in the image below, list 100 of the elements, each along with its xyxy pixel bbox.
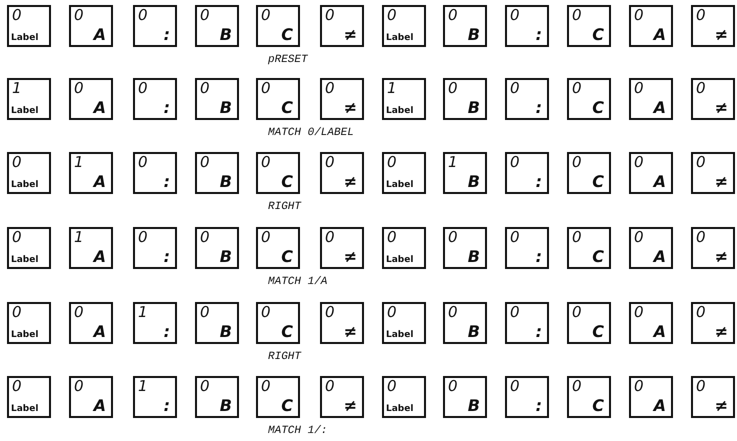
- symbol-label: A: [94, 397, 106, 415]
- symbol-label: ≠: [344, 323, 357, 341]
- register-cell: [443, 78, 487, 120]
- symbol-label: :: [536, 26, 542, 44]
- register-cell: [69, 227, 113, 269]
- symbol-label: Label: [386, 255, 414, 265]
- symbol-label: Label: [11, 255, 38, 265]
- step-caption: MATCH 1/:: [268, 425, 328, 438]
- register-cell: [7, 302, 51, 344]
- bit-value: 0: [138, 154, 148, 171]
- register-cell: [256, 227, 300, 269]
- register-cell: [505, 5, 549, 47]
- bit-value: 1: [74, 229, 84, 246]
- bit-value: 0: [634, 378, 644, 395]
- register-cell: [629, 227, 673, 269]
- symbol-label: C: [281, 26, 293, 44]
- bit-value: 0: [200, 229, 210, 246]
- register-cell: [691, 78, 735, 120]
- symbol-label: Label: [11, 106, 38, 116]
- symbol-label: A: [654, 26, 666, 44]
- symbol-label: C: [592, 397, 604, 415]
- register-cell: [133, 5, 177, 47]
- register-cell: [567, 152, 611, 194]
- symbol-label: C: [281, 323, 293, 341]
- bit-value: 0: [12, 378, 22, 395]
- symbol-label: A: [94, 323, 106, 341]
- register-cell: [7, 5, 51, 47]
- bit-value: 0: [200, 7, 210, 24]
- symbol-label: A: [654, 323, 666, 341]
- register-cell: [443, 227, 487, 269]
- bit-value: 0: [387, 154, 397, 171]
- register-cell: [629, 376, 673, 418]
- bit-value: 0: [510, 229, 520, 246]
- bit-value: 0: [12, 229, 22, 246]
- register-cell: [443, 5, 487, 47]
- bit-value: 0: [138, 7, 148, 24]
- bit-value: 0: [325, 80, 335, 97]
- register-cell: [195, 227, 239, 269]
- bit-value: 0: [634, 304, 644, 321]
- register-cell: [443, 376, 487, 418]
- bit-value: 0: [448, 7, 458, 24]
- symbol-label: ≠: [344, 26, 357, 44]
- register-cell: [7, 152, 51, 194]
- register-cell: [133, 376, 177, 418]
- step-caption: MATCH 1/A: [268, 276, 328, 289]
- step-caption: MATCH 0/LABEL: [268, 127, 354, 140]
- bit-value: 0: [387, 304, 397, 321]
- bit-value: 1: [138, 304, 148, 321]
- symbol-label: B: [468, 323, 480, 341]
- symbol-label: Label: [386, 404, 414, 414]
- symbol-label: ≠: [714, 397, 728, 415]
- bit-value: 0: [12, 7, 22, 24]
- register-cell: [320, 227, 364, 269]
- bit-value: 0: [261, 80, 271, 97]
- bit-value: 0: [696, 7, 706, 24]
- symbol-label: Label: [11, 33, 38, 43]
- symbol-label: :: [536, 99, 542, 117]
- step-caption: pRESET: [268, 54, 308, 67]
- symbol-label: B: [220, 26, 232, 44]
- register-cell: [195, 5, 239, 47]
- symbol-label: :: [536, 323, 542, 341]
- bit-value: 0: [448, 304, 458, 321]
- bit-value: 0: [261, 378, 271, 395]
- register-cell: [69, 78, 113, 120]
- symbol-label: ≠: [714, 173, 728, 191]
- symbol-label: :: [164, 173, 170, 191]
- symbol-label: Label: [386, 106, 414, 116]
- register-cell: [320, 302, 364, 344]
- bit-value: 0: [696, 80, 706, 97]
- register-cell: [256, 5, 300, 47]
- symbol-label: Label: [386, 33, 414, 43]
- symbol-label: ≠: [344, 248, 357, 266]
- symbol-label: C: [281, 173, 293, 191]
- symbol-label: :: [536, 248, 542, 266]
- symbol-label: :: [164, 26, 170, 44]
- register-cell: [7, 376, 51, 418]
- symbol-label: ≠: [344, 397, 357, 415]
- symbol-label: B: [468, 173, 480, 191]
- symbol-label: ≠: [714, 26, 728, 44]
- symbol-label: B: [220, 397, 232, 415]
- symbol-label: :: [164, 397, 170, 415]
- register-cell: [133, 302, 177, 344]
- bit-value: 0: [325, 229, 335, 246]
- symbol-label: B: [220, 248, 232, 266]
- register-cell: [691, 5, 735, 47]
- register-cell: [691, 302, 735, 344]
- symbol-label: ≠: [344, 99, 357, 117]
- symbol-label: Label: [11, 330, 38, 340]
- register-cell: [133, 152, 177, 194]
- register-cell: [505, 78, 549, 120]
- bit-value: 0: [138, 229, 148, 246]
- register-cell: [320, 376, 364, 418]
- bit-value: 0: [510, 7, 520, 24]
- bit-value: 0: [696, 154, 706, 171]
- bit-value: 0: [200, 304, 210, 321]
- symbol-label: B: [220, 99, 232, 117]
- bit-value: 0: [200, 154, 210, 171]
- bit-value: 0: [634, 229, 644, 246]
- bit-value: 0: [74, 80, 84, 97]
- bit-value: 0: [325, 378, 335, 395]
